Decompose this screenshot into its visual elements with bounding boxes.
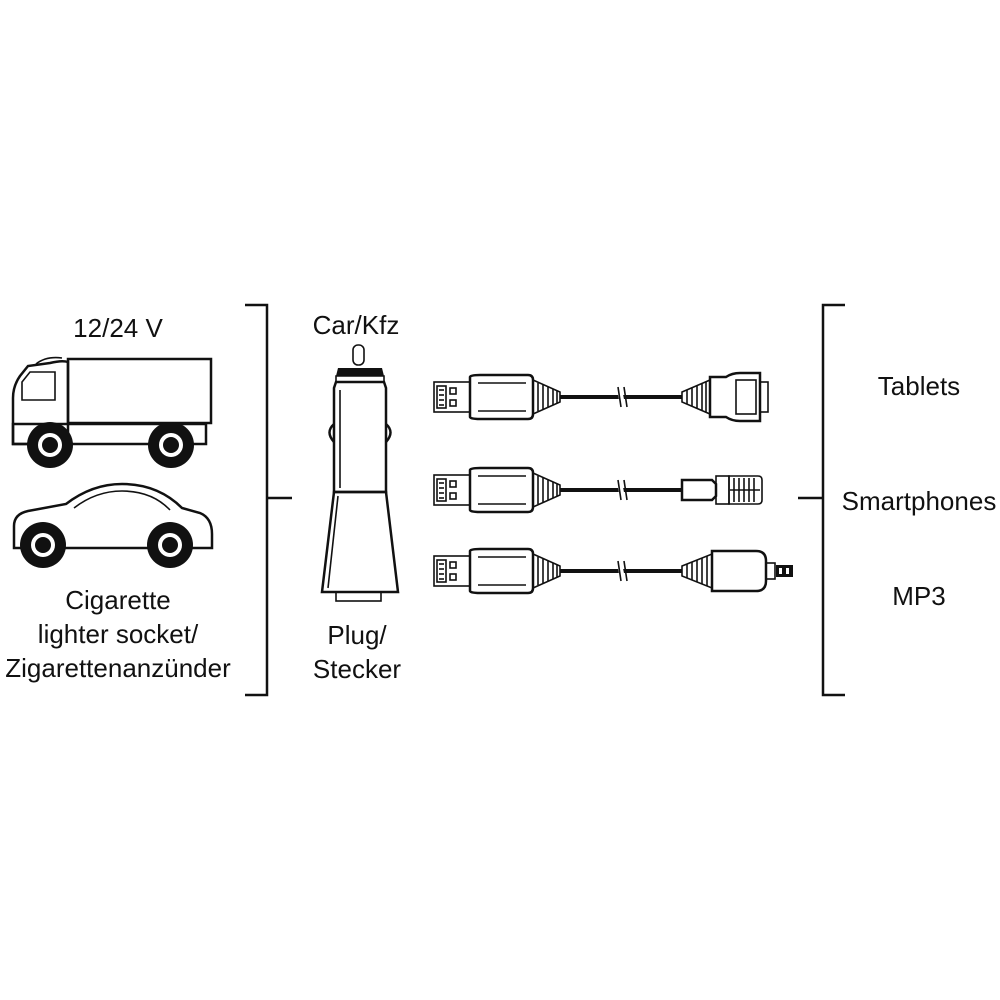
car-icon [12,482,214,568]
usb-cable-icon [434,549,793,593]
source-label-line1: Cigarette [65,585,171,615]
voltage-label: 12/24 V [73,313,163,343]
plug-top-label: Car/Kfz [313,310,400,340]
car-plug-icon [320,344,400,602]
device-label-tablets: Tablets [878,371,960,401]
left-bracket [245,303,269,697]
device-label-smartphones: Smartphones [842,486,997,516]
right-bracket [821,303,845,697]
usb-cable-icon [434,371,769,423]
source-label-line3: Zigarettenanzünder [5,653,231,683]
usb-cable-icon [434,468,763,512]
source-label-line2: lighter socket/ [38,619,199,649]
plug-bottom-label-line2: Stecker [313,654,401,684]
plug-bottom-label-line1: Plug/ [327,620,387,650]
truck-icon [11,356,213,468]
device-label-mp3: MP3 [892,581,945,611]
